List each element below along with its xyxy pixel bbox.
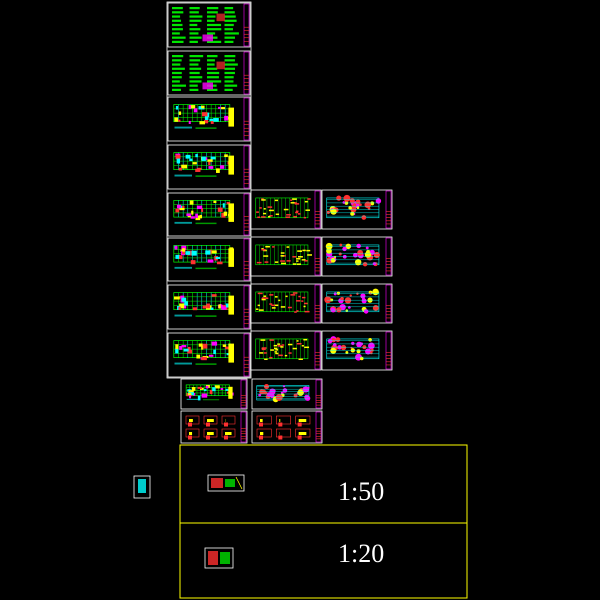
rebar-sheet-3 <box>250 283 322 324</box>
detail-thumbnail-1-50 <box>207 474 245 492</box>
small-legend-sheet <box>133 475 151 499</box>
detail-thumbnail-1-20 <box>204 547 234 569</box>
drawing-sheets <box>166 1 393 444</box>
detail-sheet-1 <box>180 378 248 410</box>
plan-sheet-1 <box>167 96 251 142</box>
detail-sheet-2 <box>251 378 323 410</box>
rebar-sheet-4 <box>250 330 322 371</box>
notes-sheet-2 <box>167 50 251 96</box>
detail-sheet-4 <box>251 410 323 444</box>
rebar-sheet-1 <box>250 189 322 230</box>
plan-sheet-4 <box>167 237 251 282</box>
scale-label-1-50: 1:50 <box>338 477 385 506</box>
plan-sheet-2 <box>167 144 251 190</box>
plan-sheet-6 <box>167 332 251 378</box>
scale-frame <box>133 444 468 599</box>
detail-sheet-3 <box>180 410 248 444</box>
beam-sheet-3 <box>321 283 393 324</box>
scale-label-1-20: 1:20 <box>338 539 385 568</box>
beam-sheet-1 <box>321 189 393 230</box>
beam-sheet-2 <box>321 236 393 277</box>
plan-sheet-3 <box>167 192 251 237</box>
notes-sheet-1 <box>167 2 251 48</box>
rebar-sheet-2 <box>250 236 322 277</box>
scale-frame-outer <box>179 444 468 599</box>
plan-sheet-5 <box>167 284 251 330</box>
beam-sheet-4 <box>321 330 393 371</box>
